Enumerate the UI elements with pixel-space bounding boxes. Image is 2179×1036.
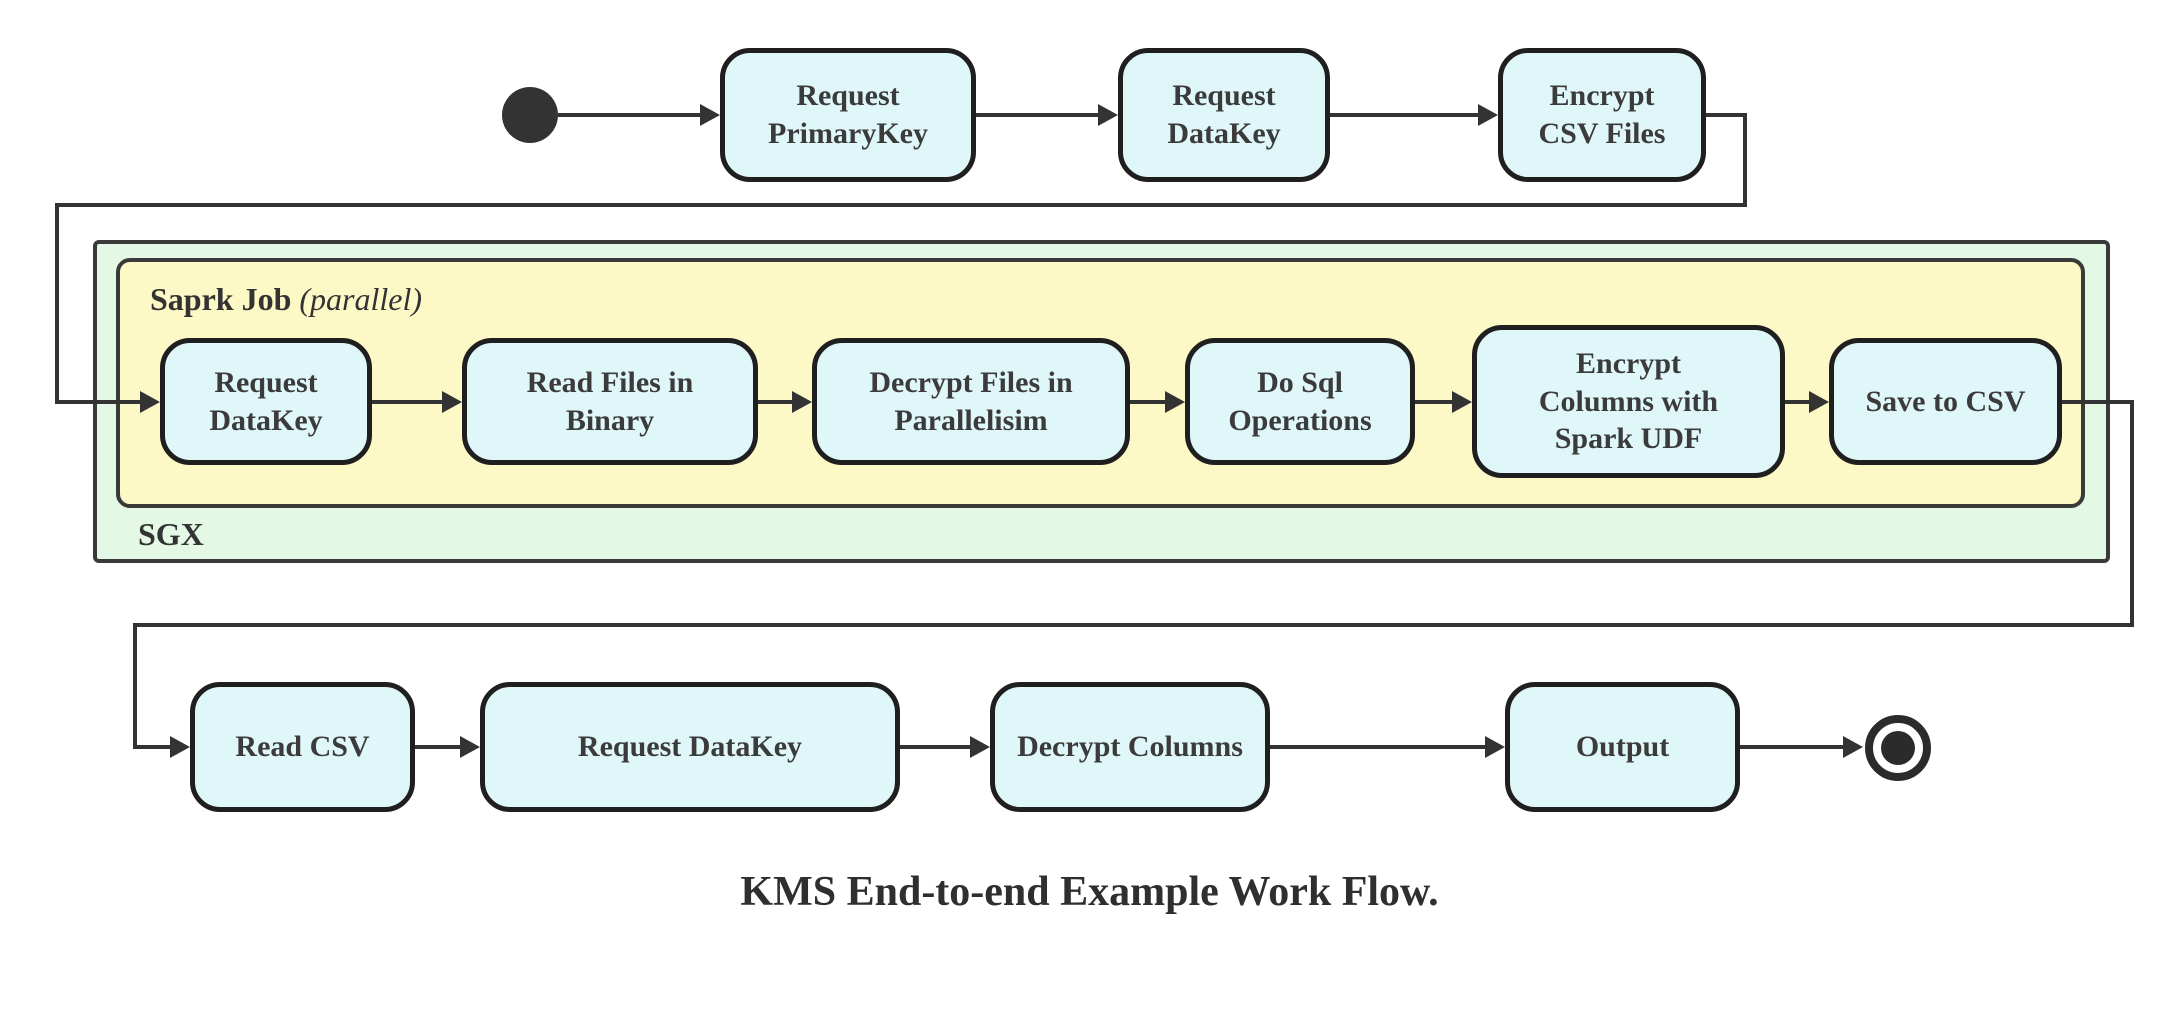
edge-decrypt-files-to-do-sql: [1130, 400, 1167, 404]
edge-output-to-end: [1740, 745, 1845, 749]
edge-request-datakey-to-encrypt-csv-files: [1330, 113, 1480, 117]
arrowhead-icon: [1452, 391, 1472, 413]
edge-save-csv-to-read-csv-seg5: [133, 745, 172, 749]
arrowhead-icon: [1843, 736, 1863, 758]
start-state-icon: [502, 87, 558, 143]
arrowhead-icon: [460, 736, 480, 758]
node-request-datakey-top: Request DataKey: [1118, 48, 1330, 182]
end-state-core-icon: [1881, 731, 1915, 765]
arrowhead-icon: [1098, 104, 1118, 126]
spark-job-label: Saprk Job (parallel): [150, 281, 422, 318]
node-encrypt-csv-files: Encrypt CSV Files: [1498, 48, 1706, 182]
node-save-to-csv: Save to CSV: [1829, 338, 2062, 465]
edge-encrypt-csv-to-sgx-seg5: [55, 400, 142, 404]
node-do-sql-operations: Do Sql Operations: [1185, 338, 1415, 465]
edge-encrypt-csv-to-sgx-seg1: [1706, 113, 1747, 117]
node-decrypt-files-in-parallelisim: Decrypt Files in Parallelisim: [812, 338, 1130, 465]
node-decrypt-columns: Decrypt Columns: [990, 682, 1270, 812]
arrowhead-icon: [700, 104, 720, 126]
sgx-label: SGX: [138, 516, 204, 552]
spark-job-label-bold: Saprk Job: [150, 281, 292, 317]
node-read-files-in-binary: Read Files in Binary: [462, 338, 758, 465]
arrowhead-icon: [1809, 391, 1829, 413]
arrowhead-icon: [140, 391, 160, 413]
edge-encrypt-csv-to-sgx-seg2: [1743, 113, 1747, 207]
edge-save-csv-to-read-csv-seg1: [2062, 400, 2134, 404]
edge-request-datakey-to-decrypt-columns: [900, 745, 972, 749]
node-request-datakey-sgx: Request DataKey: [160, 338, 372, 465]
spark-job-label-italic: (parallel): [299, 281, 423, 317]
arrowhead-icon: [1165, 391, 1185, 413]
edge-save-csv-to-read-csv-seg2: [2130, 400, 2134, 627]
arrowhead-icon: [1478, 104, 1498, 126]
edge-request-primarykey-to-request-datakey: [976, 113, 1100, 117]
node-request-primarykey: Request PrimaryKey: [720, 48, 976, 182]
edge-read-files-to-decrypt-files: [758, 400, 794, 404]
diagram-caption: KMS End-to-end Example Work Flow.: [740, 869, 1439, 915]
arrowhead-icon: [792, 391, 812, 413]
edge-start-to-request-primarykey: [558, 113, 702, 117]
edge-encrypt-csv-to-sgx-seg4: [55, 203, 59, 404]
edge-encrypt-csv-to-sgx-seg3: [55, 203, 1747, 207]
edge-sgx-datakey-to-read-files: [372, 400, 444, 404]
edge-save-csv-to-read-csv-seg3: [133, 623, 2134, 627]
edge-read-csv-to-request-datakey: [415, 745, 462, 749]
node-request-datakey-bottom: Request DataKey: [480, 682, 900, 812]
arrowhead-icon: [170, 736, 190, 758]
edge-do-sql-to-encrypt-columns: [1415, 400, 1454, 404]
arrowhead-icon: [442, 391, 462, 413]
arrowhead-icon: [970, 736, 990, 758]
arrowhead-icon: [1485, 736, 1505, 758]
edge-encrypt-columns-to-save-csv: [1785, 400, 1811, 404]
edge-decrypt-columns-to-output: [1270, 745, 1487, 749]
node-output: Output: [1505, 682, 1740, 812]
edge-save-csv-to-read-csv-seg4: [133, 623, 137, 749]
node-read-csv: Read CSV: [190, 682, 415, 812]
node-encrypt-columns-with-spark-udf: Encrypt Columns with Spark UDF: [1472, 325, 1785, 478]
